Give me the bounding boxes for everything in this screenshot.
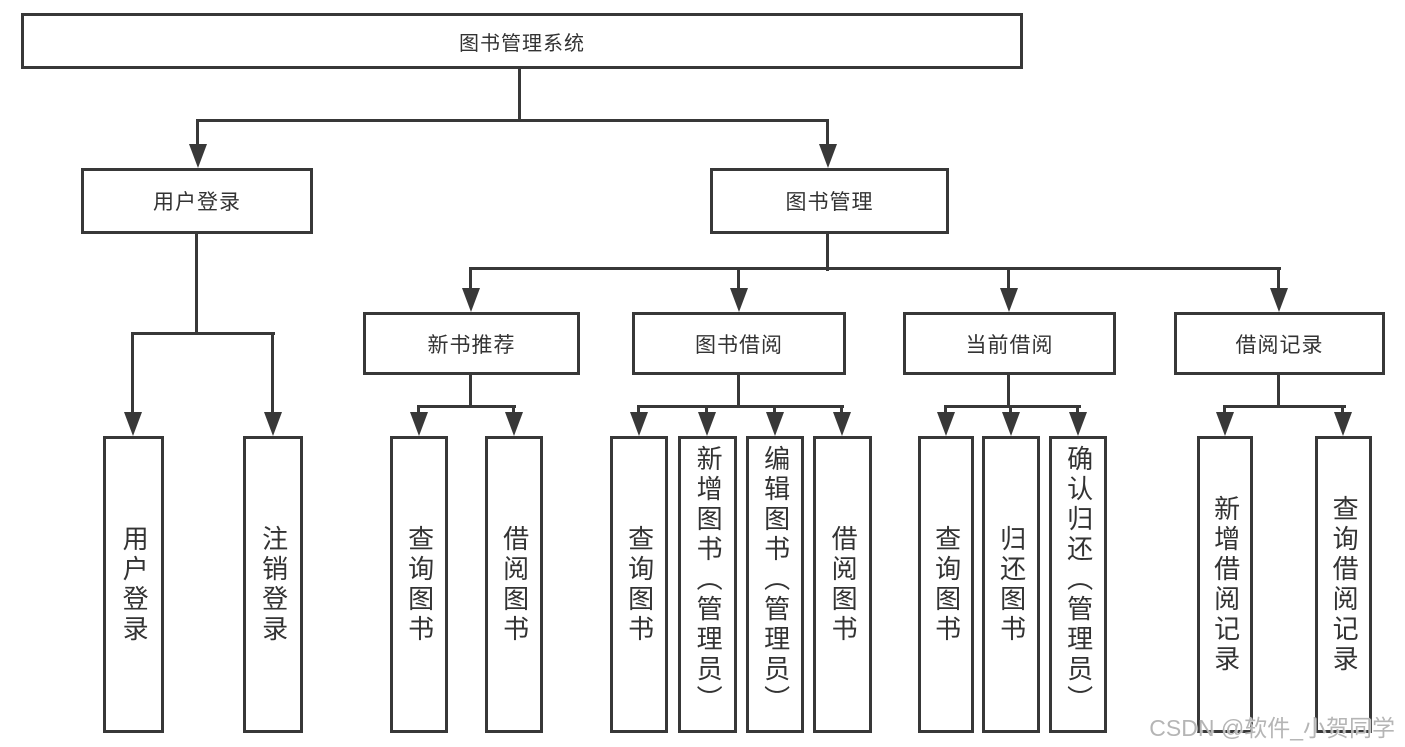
arrow-down-icon [1334, 412, 1352, 436]
connector-line [417, 405, 420, 415]
arrow-down-icon [410, 412, 428, 436]
arrow-down-icon [189, 144, 207, 168]
node-label: 查询借阅记录 [1329, 494, 1360, 675]
leaf-query-borrow-record: 查询借阅记录 [1315, 436, 1372, 733]
node-label: 图书管理 [785, 191, 874, 214]
node-library-management-system: 图书管理系统 [21, 13, 1023, 69]
connector-line [1341, 405, 1344, 415]
connector-line [131, 332, 275, 335]
node-label: 借阅图书 [828, 524, 859, 645]
leaf-query-books-recommend: 查询图书 [390, 436, 448, 733]
connector-line [1007, 375, 1010, 408]
leaf-edit-book-admin: 编辑图书（管理员） [746, 436, 804, 733]
connector-line [826, 234, 829, 271]
node-label: 查询图书 [931, 524, 962, 645]
arrow-down-icon [505, 412, 523, 436]
node-book-management: 图书管理 [710, 168, 949, 234]
arrow-down-icon [124, 412, 142, 436]
arrow-down-icon [1216, 412, 1234, 436]
node-label: 图书管理系统 [459, 32, 585, 55]
connector-line [469, 267, 472, 291]
node-label: 用户登录 [153, 191, 241, 214]
node-label: 新增借阅记录 [1210, 494, 1241, 675]
leaf-add-borrow-record: 新增借阅记录 [1197, 436, 1253, 733]
connector-line [944, 405, 947, 415]
node-label: 当前借阅 [965, 333, 1054, 357]
node-borrowing-records: 借阅记录 [1174, 312, 1385, 375]
node-label: 用户登录 [119, 524, 150, 645]
node-new-book-recommendation: 新书推荐 [363, 312, 580, 375]
arrow-down-icon [1270, 288, 1288, 312]
node-label: 查询图书 [624, 524, 655, 645]
arrow-down-icon [1002, 412, 1020, 436]
connector-line [1076, 405, 1079, 415]
connector-line [737, 267, 740, 291]
node-label: 新增图书（管理员） [693, 445, 724, 715]
connector-line [1223, 405, 1346, 408]
node-user-login: 用户登录 [81, 168, 313, 234]
connector-line [1223, 405, 1226, 415]
leaf-add-book-admin: 新增图书（管理员） [678, 436, 737, 733]
connector-line [196, 119, 199, 152]
connector-line [271, 332, 274, 416]
connector-line [417, 405, 516, 408]
node-label: 确认归还（管理员） [1063, 445, 1094, 715]
node-label: 注销登录 [258, 524, 289, 645]
arrow-down-icon [819, 144, 837, 168]
node-current-borrowing: 当前借阅 [903, 312, 1116, 375]
arrow-down-icon [630, 412, 648, 436]
connector-line [469, 267, 1281, 270]
leaf-logout: 注销登录 [243, 436, 303, 733]
node-label: 查询图书 [404, 524, 435, 645]
connector-line [469, 375, 472, 408]
leaf-borrow-books-recommend: 借阅图书 [485, 436, 543, 733]
node-label: 归还图书 [996, 524, 1027, 645]
connector-line [1007, 267, 1010, 291]
leaf-return-books: 归还图书 [982, 436, 1040, 733]
leaf-query-books-borrowing: 查询图书 [610, 436, 668, 733]
connector-line [637, 405, 844, 408]
leaf-user-login: 用户登录 [103, 436, 164, 733]
arrow-down-icon [698, 412, 716, 436]
arrow-down-icon [462, 288, 480, 312]
connector-line [1277, 267, 1280, 291]
node-label: 图书借阅 [695, 333, 783, 357]
connector-line [840, 405, 843, 415]
connector-line [195, 234, 198, 335]
watermark: CSDN @软件_小贺同学 [1149, 715, 1395, 741]
leaf-confirm-return-admin: 确认归还（管理员） [1049, 436, 1107, 733]
connector-line [1009, 405, 1012, 415]
arrow-down-icon [730, 288, 748, 312]
arrow-down-icon [833, 412, 851, 436]
arrow-down-icon [937, 412, 955, 436]
leaf-query-books-current: 查询图书 [918, 436, 974, 733]
connector-line [131, 332, 134, 416]
connector-line [196, 119, 829, 122]
node-label: 编辑图书（管理员） [760, 445, 791, 715]
arrow-down-icon [766, 412, 784, 436]
node-book-borrowing: 图书借阅 [632, 312, 846, 375]
node-label: 借阅记录 [1235, 333, 1324, 357]
node-label: 借阅图书 [499, 524, 530, 645]
arrow-down-icon [1069, 412, 1087, 436]
connector-line [773, 405, 776, 415]
connector-line [512, 405, 515, 415]
connector-line [826, 119, 829, 152]
arrow-down-icon [264, 412, 282, 436]
arrow-down-icon [1000, 288, 1018, 312]
connector-line [637, 405, 640, 415]
connector-line [737, 375, 740, 408]
node-label: 新书推荐 [427, 333, 516, 357]
connector-line [1277, 375, 1280, 408]
connector-line [705, 405, 708, 415]
connector-line [944, 405, 1081, 408]
leaf-borrow-books-borrowing: 借阅图书 [813, 436, 872, 733]
connector-line [518, 69, 521, 121]
